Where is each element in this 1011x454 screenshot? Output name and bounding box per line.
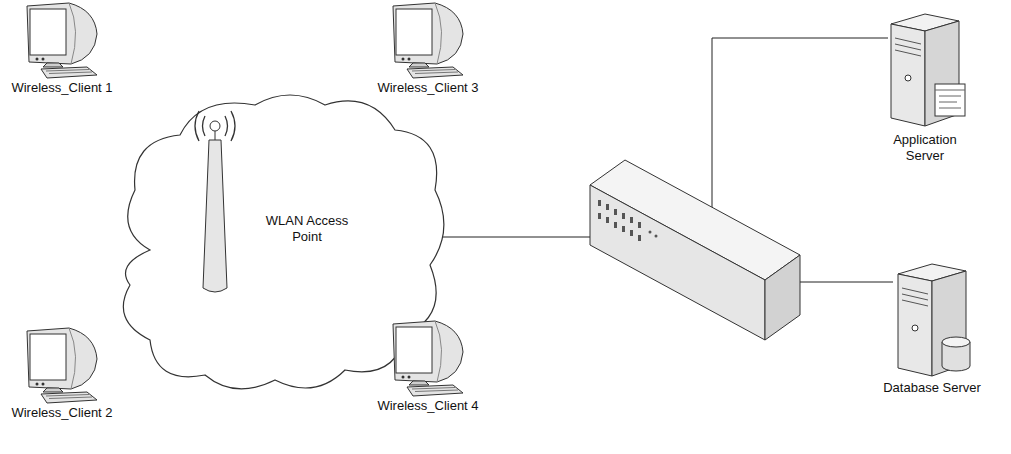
device-label: Wireless_Client 3 <box>373 80 483 96</box>
cable <box>800 282 893 283</box>
server-icon <box>879 8 971 130</box>
wireless-client: Wireless_Client 3 <box>373 0 483 96</box>
server-icon <box>886 258 978 380</box>
device-label: Application Server <box>883 132 967 163</box>
access-point-antenna <box>195 111 235 292</box>
computer-icon <box>385 318 471 398</box>
device-label: Wireless_Client 2 <box>7 405 117 421</box>
server: Application Server <box>875 8 975 163</box>
wireless-client: Wireless_Client 4 <box>373 318 483 414</box>
computer-icon <box>385 0 471 80</box>
device-label: Database Server <box>879 380 985 396</box>
access-point-label: WLAN Access Point <box>255 213 359 246</box>
device-label: Wireless_Client 4 <box>373 398 483 414</box>
cable <box>712 38 888 225</box>
wireless-client: Wireless_Client 2 <box>7 325 117 421</box>
computer-icon <box>19 0 105 80</box>
wireless-client: Wireless_Client 1 <box>7 0 117 96</box>
network-switch <box>590 160 800 340</box>
server: Database Server <box>879 258 985 396</box>
device-label: Wireless_Client 1 <box>7 80 117 96</box>
computer-icon <box>19 325 105 405</box>
